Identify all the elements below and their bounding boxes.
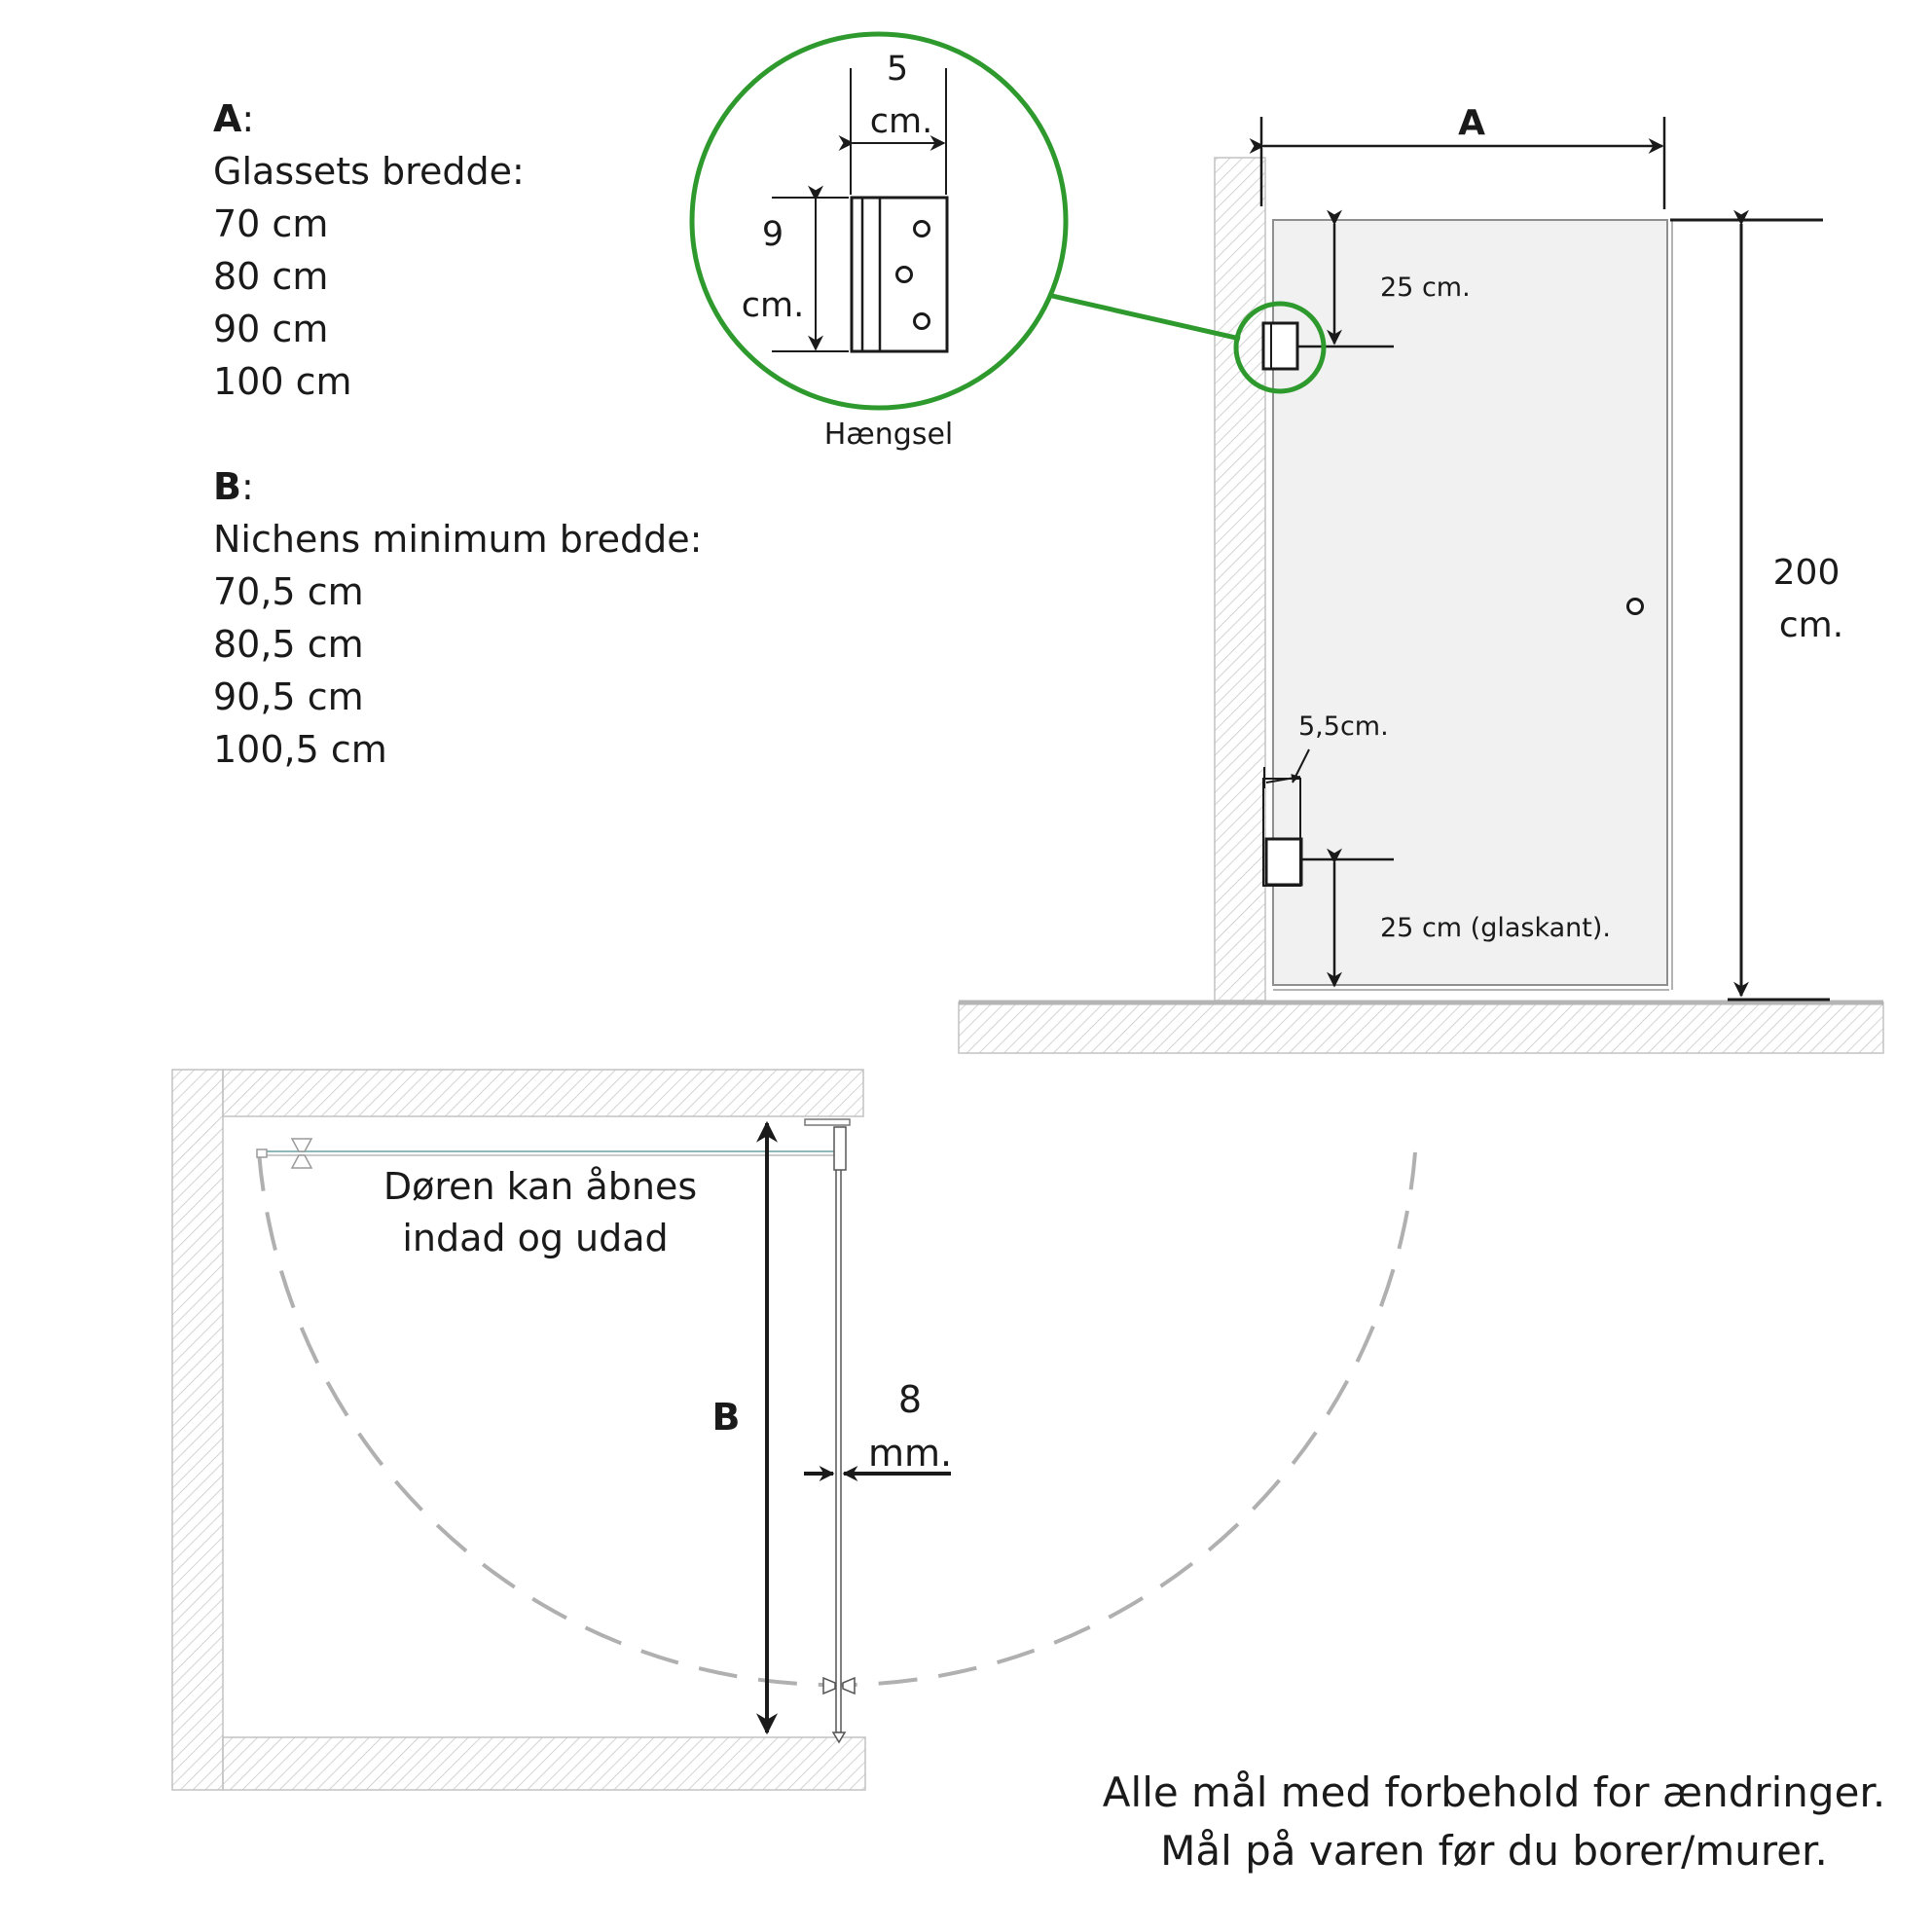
left-wall	[171, 1069, 224, 1791]
disclaimer-line-2: Mål på varen før du borer/murer.	[1160, 1827, 1828, 1875]
spec-a-value: 90 cm	[213, 308, 329, 350]
spec-b-letter: B	[213, 465, 241, 508]
door-knob	[1626, 598, 1644, 615]
hinge-height-value: 9	[762, 215, 784, 254]
hinge-height-unit: cm.	[742, 286, 804, 325]
spec-a-title: Glassets bredde:	[213, 150, 525, 193]
bottom-hinge-outline	[1262, 778, 1301, 887]
spec-a-letter: A	[213, 97, 242, 140]
glass-door-closed	[835, 1136, 842, 1733]
spec-a-heading: A:	[213, 97, 255, 140]
spec-b-value: 90,5 cm	[213, 675, 364, 718]
hinge-caption: Hængsel	[824, 418, 954, 452]
disclaimer: Alle mål med forbehold for ændringer. Må…	[1066, 1764, 1922, 1880]
spec-b-value: 70,5 cm	[213, 570, 364, 613]
plan-view: B 8 mm. Døren kan åbnes indad og udad	[171, 1069, 1417, 1791]
callout-connector	[1051, 293, 1241, 342]
height-unit: cm.	[1779, 605, 1843, 645]
top-wall	[222, 1069, 864, 1117]
spec-a-value: 70 cm	[213, 202, 329, 245]
glass-door-panel	[1272, 219, 1668, 986]
spec-b-title: Nichens minimum bredde:	[213, 518, 703, 561]
callout-small-circle	[1233, 301, 1327, 394]
glass-thickness-unit: mm.	[868, 1432, 952, 1475]
depth-label: B	[712, 1396, 741, 1439]
spec-a-value: 100 cm	[213, 360, 352, 403]
spec-a: A: Glassets bredde: 70 cm 80 cm 90 cm 10…	[213, 92, 702, 408]
elevation-view: A 200 cm. 25 cm. 25 cm (glaskant). 5,5cm…	[958, 103, 1884, 1054]
closed-door-knob-icon	[822, 1676, 856, 1695]
top-hinge	[1261, 321, 1299, 371]
hinge-screw-hole-3	[913, 312, 930, 330]
top-offset-label: 25 cm.	[1380, 273, 1471, 303]
spec-b: B: Nichens minimum bredde: 70,5 cm 80,5 …	[213, 460, 702, 776]
spec-a-value: 80 cm	[213, 255, 329, 298]
open-door-knob-icon	[256, 1138, 313, 1169]
hinge-width-value: 5	[887, 50, 908, 89]
spec-b-value: 100,5 cm	[213, 728, 387, 771]
spec-b-heading: B:	[213, 465, 254, 508]
spec-list: A: Glassets bredde: 70 cm 80 cm 90 cm 10…	[213, 92, 702, 828]
hinge-width-unit: cm.	[870, 102, 932, 141]
height-value: 200	[1773, 553, 1841, 593]
glass-thickness-value: 8	[898, 1378, 922, 1421]
width-label: A	[1458, 103, 1485, 143]
swing-note-line-1: Døren kan åbnes	[383, 1165, 697, 1208]
bottom-offset-label: 25 cm (glaskant).	[1380, 913, 1611, 943]
swing-note-line-2: indad og udad	[402, 1217, 668, 1259]
bottom-hinge	[1264, 837, 1303, 887]
hinge-screw-hole-2	[895, 266, 913, 283]
wall-hinge-bracket	[804, 1118, 851, 1126]
side-wall	[1214, 157, 1266, 1002]
bottom-wall	[222, 1736, 866, 1791]
spec-b-value: 80,5 cm	[213, 623, 364, 666]
floor	[958, 1002, 1884, 1054]
door-end-stop	[831, 1732, 847, 1744]
plan-hinge	[833, 1126, 847, 1171]
hinge-screw-hole-1	[913, 220, 930, 237]
hinge-projection-label: 5,5cm.	[1298, 711, 1389, 742]
disclaimer-line-1: Alle mål med forbehold for ændringer.	[1102, 1768, 1886, 1816]
hinge-detail-callout: 5 cm. 9 cm. Hængsel	[689, 31, 1327, 452]
hinge-projection-leader	[1292, 748, 1310, 784]
